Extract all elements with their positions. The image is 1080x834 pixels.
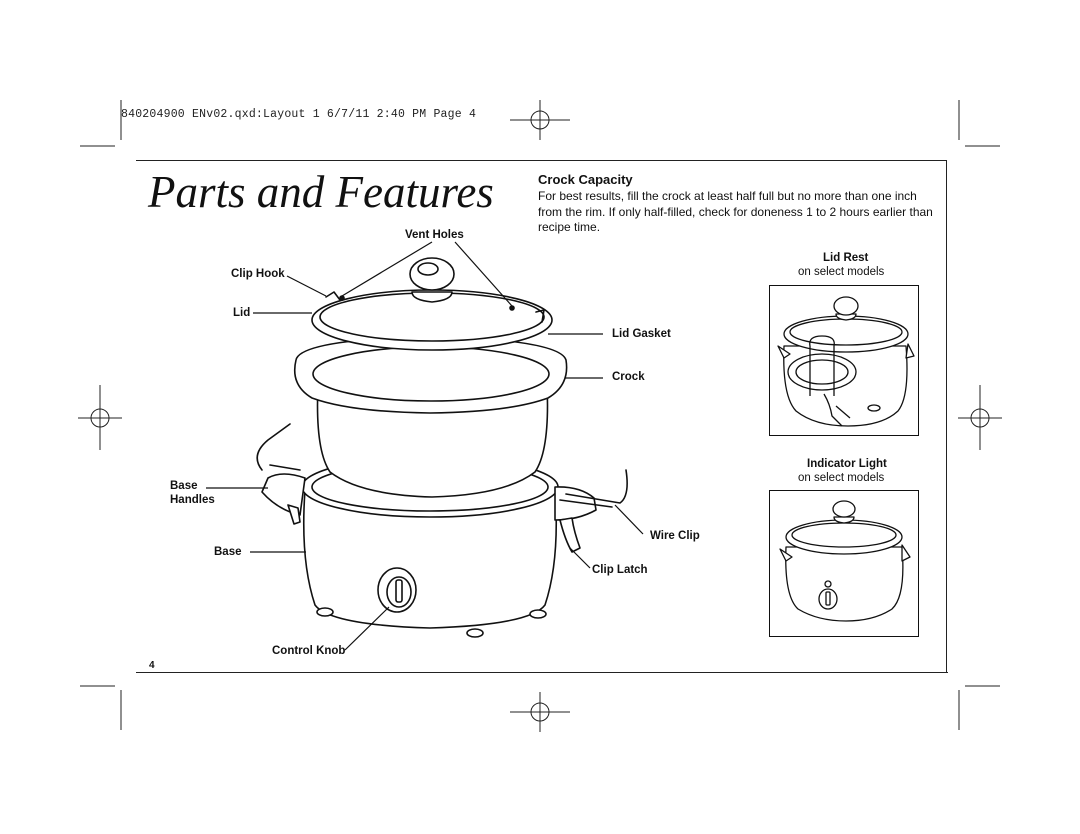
label-control-knob: Control Knob <box>272 645 346 657</box>
registration-marks <box>78 100 1002 732</box>
leader-vent-holes-right <box>454 241 513 307</box>
indicator-light-illustration <box>779 500 911 622</box>
label-wire-clip: Wire Clip <box>650 530 700 542</box>
page-frame-bottom <box>136 672 948 673</box>
registration-mark-right <box>958 385 1002 450</box>
leader-clip-latch <box>569 547 591 569</box>
crock-capacity-heading: Crock Capacity <box>538 172 633 187</box>
leader-clip-hook <box>286 275 327 297</box>
wire-clip <box>256 423 628 508</box>
label-base-handles-line2: Handles <box>170 494 215 506</box>
crock-drawing <box>316 384 549 498</box>
registration-mark-bottom <box>510 692 570 732</box>
lid-rest-inset <box>769 285 919 436</box>
indicator-light-inset <box>769 490 919 637</box>
lid-rest-note: on select models <box>798 266 885 278</box>
lid-rest-illustration <box>777 296 915 427</box>
leader-wire-clip <box>614 504 644 535</box>
label-clip-hook: Clip Hook <box>231 268 285 280</box>
leader-vent-holes-left <box>341 241 433 297</box>
label-vent-holes: Vent Holes <box>405 229 464 241</box>
label-lid-gasket: Lid Gasket <box>612 328 671 340</box>
page-number: 4 <box>149 660 155 671</box>
label-lid: Lid <box>233 307 251 319</box>
registration-mark-top <box>510 100 570 140</box>
leader-control-knob <box>344 606 390 651</box>
indicator-light-title: Indicator Light <box>807 458 887 470</box>
label-base: Base <box>214 546 242 558</box>
label-base-handles-line1: Base <box>170 480 198 492</box>
indicator-light-note: on select models <box>798 472 885 484</box>
registration-mark-left <box>78 385 122 450</box>
base-body <box>302 489 558 629</box>
printer-slug: 840204900 ENv02.qxd:Layout 1 6/7/11 2:40… <box>121 108 477 121</box>
lid-knob-drawing <box>409 257 455 303</box>
crock-capacity-body: For best results, fill the crock at leas… <box>538 189 933 234</box>
control-knob-drawing <box>377 567 417 613</box>
page-frame <box>136 160 947 673</box>
label-clip-latch: Clip Latch <box>592 564 648 576</box>
page-title: Parts and Features <box>148 167 494 217</box>
label-crock: Crock <box>612 371 645 383</box>
lid-rest-title: Lid Rest <box>823 252 869 264</box>
